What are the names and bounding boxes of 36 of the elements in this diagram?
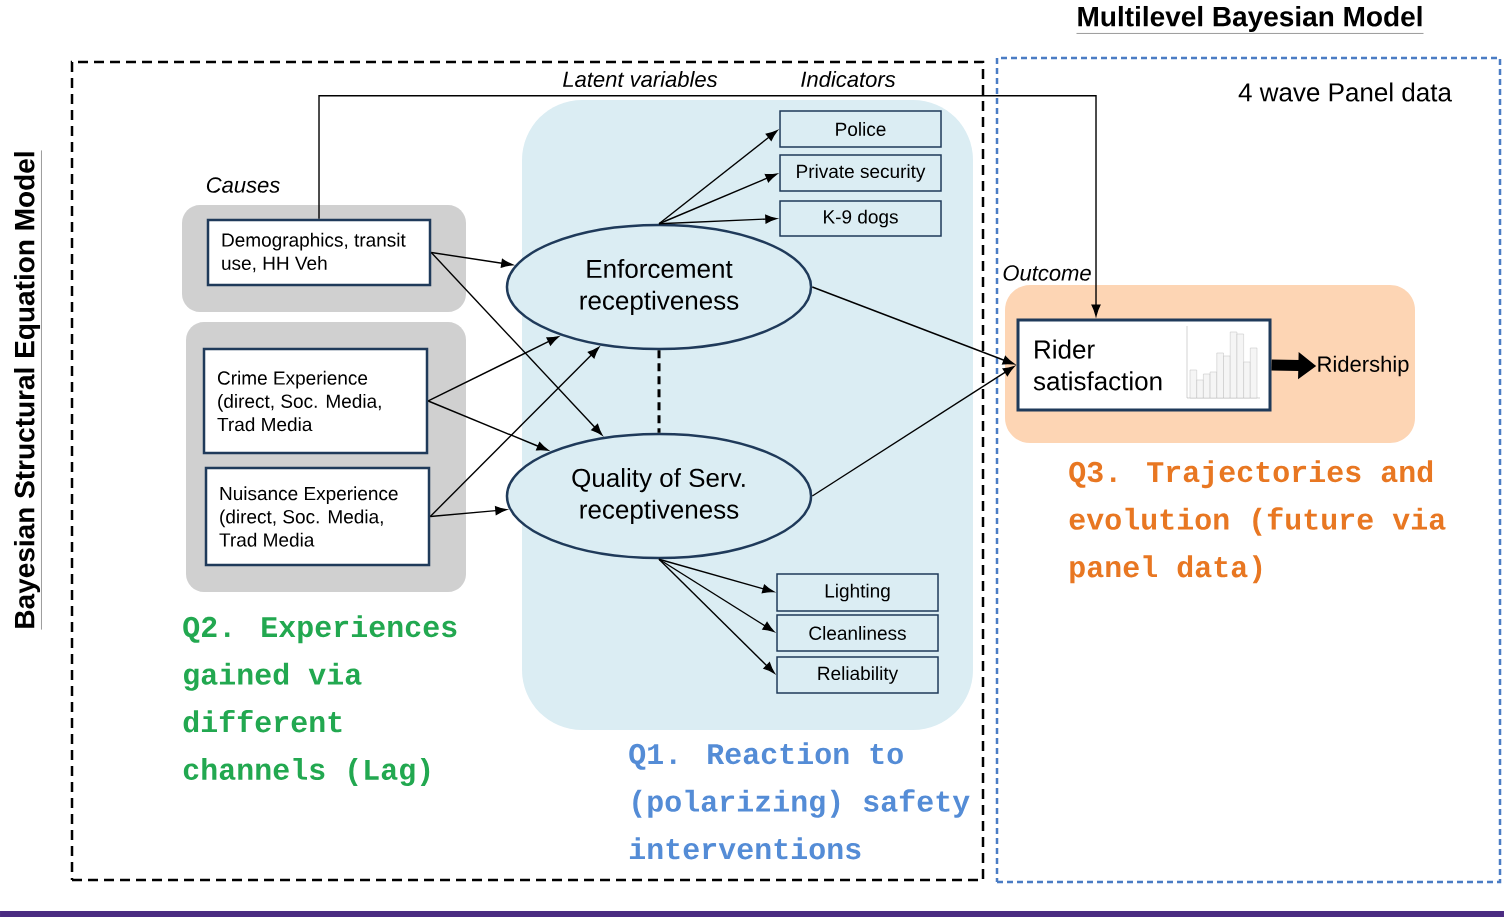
indicator-box: Cleanliness [776, 614, 939, 652]
arrow [658, 173, 778, 225]
arrow [318, 95, 1101, 317]
indicator-box: Reliability [776, 656, 939, 694]
arrow [430, 251, 513, 268]
cause-box: Demographics, transit use, HH Veh [206, 218, 432, 287]
arrow [658, 130, 778, 225]
arrow [658, 558, 775, 633]
question-text: Q3. Trajectories and evolution (future via panel data) [1069, 460, 1446, 584]
question-text: Q2. Experiences gained via different channels (Lag) [183, 615, 457, 787]
arrow [658, 214, 777, 225]
column-heading: Latent variables [563, 70, 718, 88]
arrow [429, 506, 507, 518]
arrow [429, 346, 600, 518]
arrow [427, 336, 559, 402]
arrow [811, 365, 1015, 497]
result-label: Ridership [1318, 355, 1409, 377]
group-heading: Outcome [1003, 265, 1091, 281]
arrow [811, 286, 1015, 365]
arrow [658, 558, 775, 594]
column-heading: Indicators [801, 70, 896, 88]
frame-title: Multilevel Bayesian Model [1076, 5, 1424, 34]
arrow [658, 558, 775, 674]
cause-box: Nuisance Experience (direct, Soc. Media, Trad Media [204, 466, 431, 567]
arrow [427, 400, 549, 451]
group-heading: Causes [206, 177, 280, 193]
indicator-box: Lighting [776, 573, 939, 612]
arrow [430, 251, 603, 436]
cause-box: Crime Experience (direct, Soc. Media, Trad Media [202, 347, 429, 455]
indicator-box: Private security [779, 154, 942, 192]
indicator-box: Police [779, 110, 942, 148]
frame-title: Bayesian Structural Equation Model [13, 150, 42, 630]
frame-subtitle: 4 wave Panel data [1238, 82, 1452, 102]
indicator-box: K-9 dogs [779, 200, 942, 237]
question-text: Q1. Reaction to (polarizing) safety interventions [629, 742, 970, 860]
connector-line [657, 350, 661, 433]
